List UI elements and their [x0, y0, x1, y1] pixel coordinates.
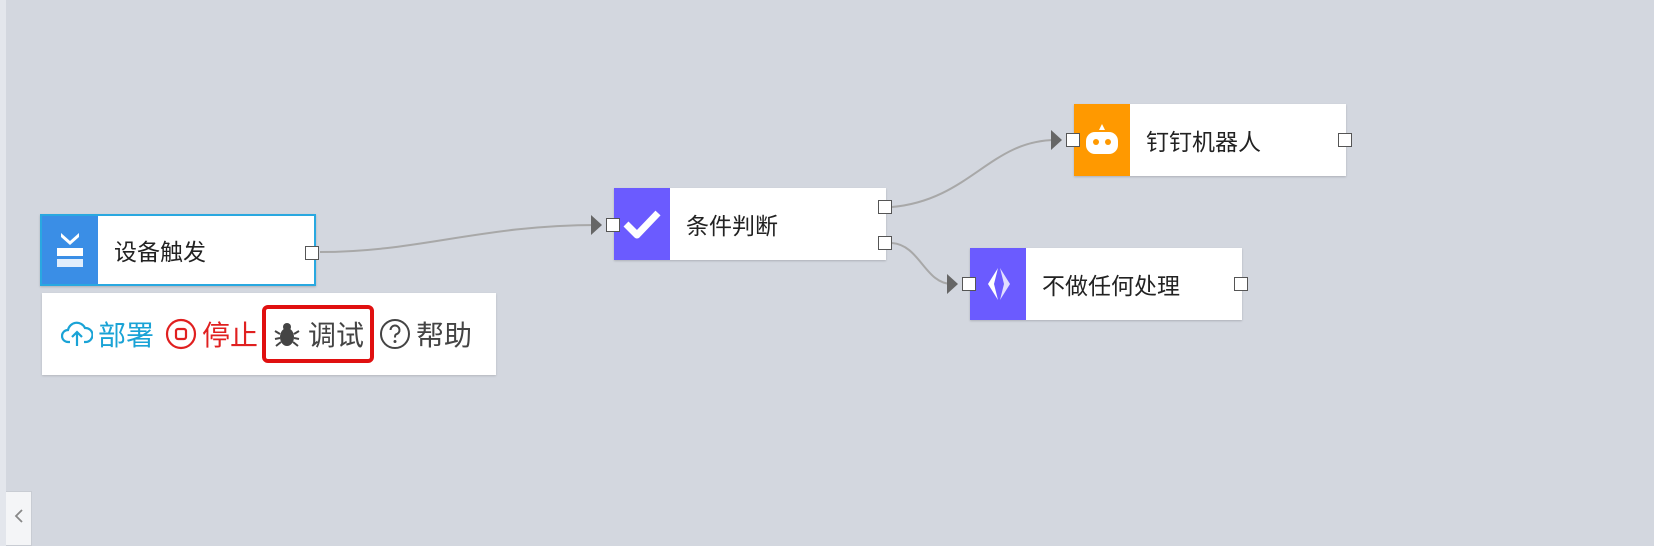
help-button[interactable]: 帮助	[378, 308, 472, 360]
left-edge	[0, 0, 6, 546]
help-label: 帮助	[416, 319, 473, 352]
node-device-trigger[interactable]: 设备触发	[40, 214, 316, 286]
robot-icon	[1074, 104, 1130, 176]
debug-button[interactable]: 调试	[262, 305, 375, 363]
node-label: 钉钉机器人	[1146, 130, 1261, 156]
input-arrow	[591, 215, 602, 235]
input-arrow	[1051, 130, 1062, 150]
trigger-icon	[42, 216, 98, 284]
question-circle-icon	[378, 317, 412, 351]
output-port[interactable]	[1338, 133, 1352, 147]
stop-label: 停止	[202, 319, 259, 352]
input-port[interactable]	[962, 277, 976, 291]
output-port-true[interactable]	[878, 200, 892, 214]
output-port-false[interactable]	[878, 236, 892, 250]
input-port[interactable]	[1066, 133, 1080, 147]
input-arrow	[947, 274, 958, 294]
deploy-label: 部署	[98, 319, 155, 352]
stop-icon	[164, 317, 198, 351]
sidebar-collapse-toggle[interactable]	[6, 491, 32, 546]
chevron-left-icon	[14, 508, 24, 529]
check-icon	[614, 188, 670, 260]
output-port[interactable]	[305, 246, 319, 260]
node-label: 不做任何处理	[1042, 274, 1180, 300]
node-action-toolbar: 部署 停止 调试	[42, 293, 496, 375]
node-label: 条件判断	[686, 214, 778, 240]
stop-button[interactable]: 停止	[164, 308, 258, 360]
input-port[interactable]	[606, 218, 620, 232]
node-label: 设备触发	[114, 240, 206, 266]
edge-condition-to-dingtalk	[891, 139, 1057, 208]
debug-label: 调试	[308, 319, 365, 352]
node-no-op[interactable]: 不做任何处理	[970, 248, 1242, 320]
edge-condition-to-noop	[891, 242, 953, 285]
edge-trigger-to-condition	[319, 224, 599, 253]
code-diamond-icon	[970, 248, 1026, 320]
deploy-button[interactable]: 部署	[60, 308, 154, 360]
node-condition[interactable]: 条件判断	[614, 188, 886, 260]
bug-icon	[270, 317, 304, 351]
node-dingtalk-robot[interactable]: 钉钉机器人	[1074, 104, 1346, 176]
cloud-upload-icon	[60, 317, 94, 351]
output-port[interactable]	[1234, 277, 1248, 291]
